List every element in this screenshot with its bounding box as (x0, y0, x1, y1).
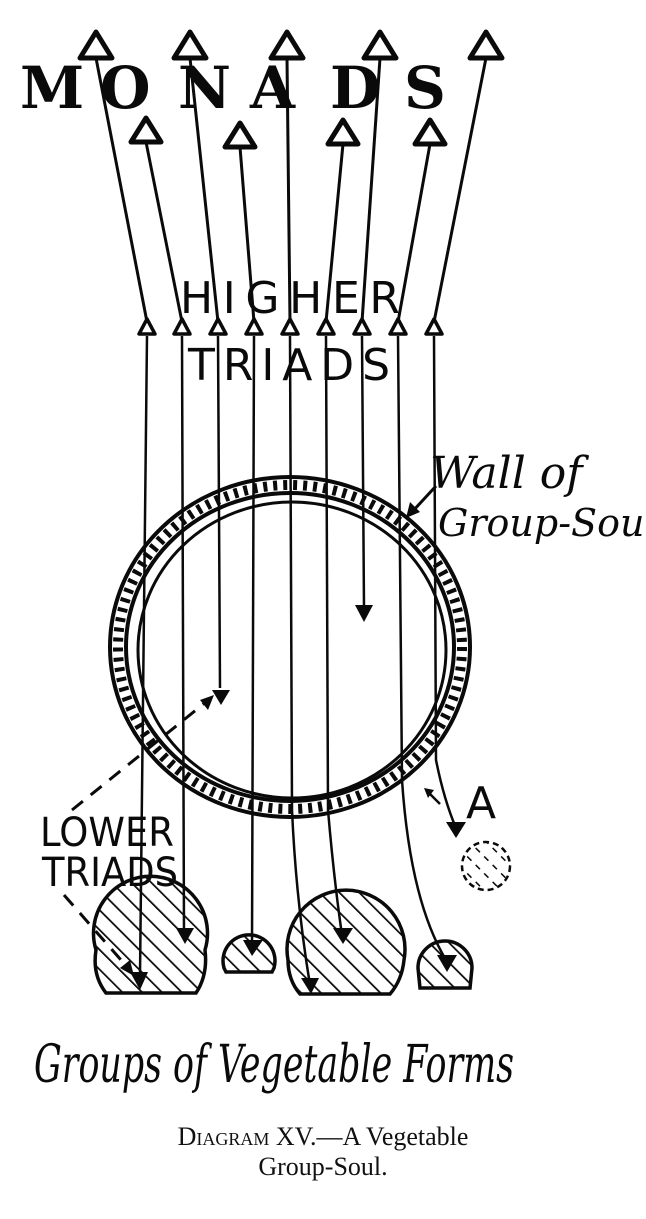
point-a-pointer (424, 788, 441, 805)
monads-letter-s: S (404, 54, 446, 122)
arrowhead-inside-left (212, 690, 230, 705)
monad-triangle-icon (268, 29, 306, 61)
higher-triad-triangle-icon (424, 317, 444, 336)
monad-triangle-icon (412, 117, 448, 147)
higher-triad-triangle-icon (388, 317, 408, 336)
monad-triangle-icon (325, 117, 361, 147)
higher-triad-triangle-icon (208, 317, 228, 336)
monad-triangle-icon (128, 115, 164, 145)
caption-title-line2: Group-Soul. (258, 1152, 388, 1181)
wall-label-line1: Wall of (430, 448, 589, 499)
monad-triangle-icon (171, 29, 209, 61)
higher-triads-label-line1: HIGHER (180, 273, 400, 324)
monad-triangle-icon (77, 29, 115, 61)
monads-letter-m: M (20, 54, 84, 122)
monad-line (432, 57, 488, 323)
lower-triads-label-line1: LOWER (40, 810, 174, 856)
vegetable-form-group-4 (416, 939, 474, 990)
monads-letter-d: D (330, 54, 380, 122)
higher-triad-triangle-icon (172, 317, 192, 336)
monad-line (285, 57, 292, 323)
monad-triangles (77, 29, 505, 150)
vegetable-form-group-2 (221, 933, 277, 974)
monad-triangle-icon (361, 29, 399, 61)
monad-line (188, 57, 220, 323)
caption-numeral: XV. (275, 1122, 317, 1151)
wall-pointer-arrow (406, 484, 438, 518)
higher-triad-triangle-icon (137, 317, 157, 336)
higher-triad-triangle-icon (244, 317, 264, 336)
monads-letter-o: O (100, 54, 151, 122)
higher-triad-triangles (137, 317, 444, 336)
higher-triad-triangle-icon (280, 317, 300, 336)
monads-label: M O N A D S (20, 54, 446, 122)
monad-triangle-icon (222, 120, 258, 150)
arrowhead-point-a (446, 822, 466, 838)
wall-label-line2: Group-Soul (438, 501, 646, 545)
caption-title-line1: A Vegetable (342, 1122, 469, 1151)
monads-letter-n: N (178, 54, 231, 122)
higher-triad-triangle-icon (352, 317, 372, 336)
descending-lines (138, 335, 458, 986)
caption-dash: — (316, 1122, 343, 1151)
monad-lines (94, 57, 488, 323)
monad-triangle-icon (467, 29, 505, 61)
monad-line (144, 141, 184, 323)
vegetable-forms-label: Groups of Vegetable Forms (34, 1035, 514, 1095)
dissolved-form-a (460, 840, 512, 892)
monad-line (324, 143, 345, 323)
monad-line (94, 57, 149, 323)
caption-prefix: Diagram (177, 1122, 270, 1151)
monad-line (238, 146, 256, 323)
monad-line (396, 143, 432, 323)
vegetable-form-group-1 (91, 874, 210, 995)
higher-triad-triangle-icon (316, 317, 336, 336)
figure-caption: Diagram XV.—A Vegetable Group-Soul. (0, 1122, 646, 1182)
arrowhead-inside-right (355, 605, 373, 622)
monad-line (360, 57, 382, 323)
vegetable-form-group-3 (285, 888, 407, 996)
point-a-label: A (466, 778, 496, 829)
